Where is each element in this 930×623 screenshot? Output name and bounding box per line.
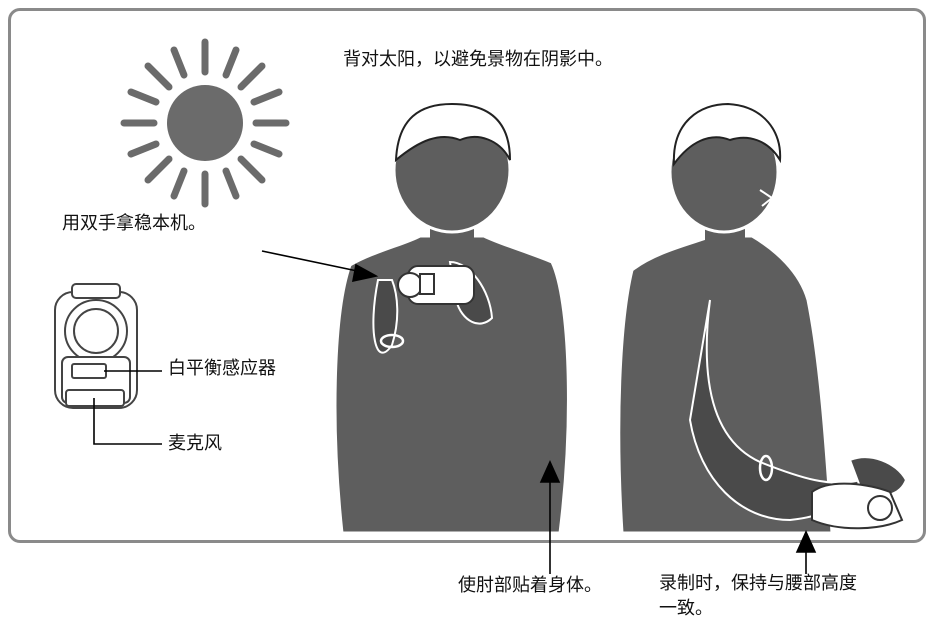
elbow-arrow-head bbox=[539, 460, 561, 483]
hold-caption: 用双手拿稳本机。 bbox=[62, 213, 206, 234]
waist-arrow-head bbox=[795, 530, 817, 553]
waist-caption-line2: 一致。 bbox=[659, 598, 713, 619]
waist-caption-line1: 录制时，保持与腰部高度 bbox=[659, 573, 857, 594]
camcorder-icon bbox=[54, 283, 138, 409]
elbow-caption: 使肘部贴着身体。 bbox=[458, 575, 602, 596]
microphone-leader bbox=[93, 398, 162, 445]
hold-arrow-line bbox=[261, 250, 363, 273]
microphone-grille bbox=[65, 389, 125, 407]
person-side-silhouette bbox=[617, 102, 908, 535]
white-balance-sensor bbox=[71, 363, 107, 379]
sun-icon bbox=[120, 38, 290, 208]
hold-arrow-head bbox=[351, 263, 379, 283]
microphone-label: 麦克风 bbox=[168, 433, 222, 454]
sun-caption: 背对太阳，以避免景物在阴影中。 bbox=[343, 49, 613, 70]
white-balance-label: 白平衡感应器 bbox=[168, 358, 276, 379]
person-front-silhouette bbox=[333, 102, 570, 535]
